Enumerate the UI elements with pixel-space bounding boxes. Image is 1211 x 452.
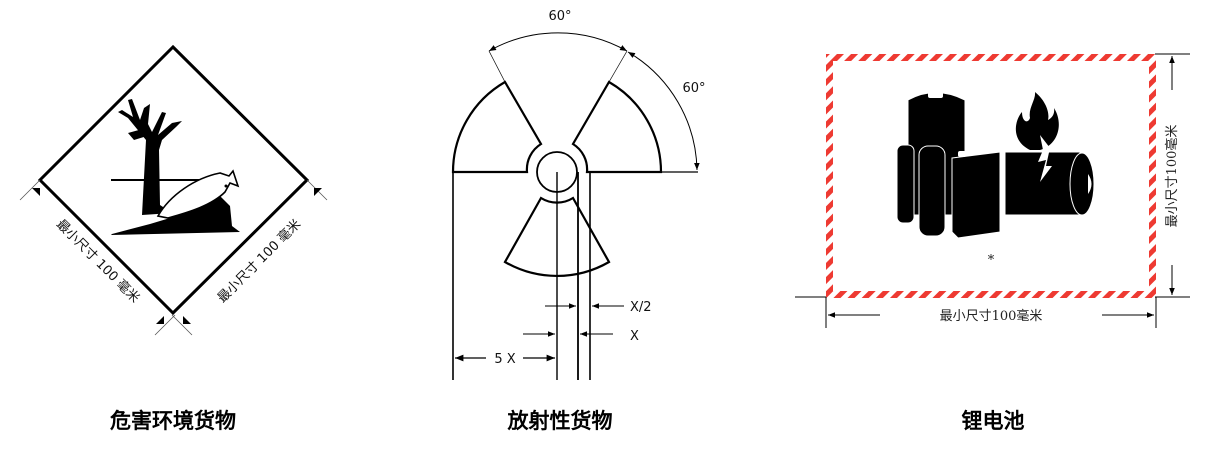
dead-tree-icon — [118, 99, 182, 215]
crack-icon — [1038, 135, 1052, 182]
dimension-5x: 5 X — [494, 352, 515, 367]
dimension-arrows — [19, 179, 328, 336]
dimension-label-vertical: 最小尺寸100毫米 — [1164, 125, 1180, 228]
angle-arc-top — [488, 32, 628, 52]
dimension-lines — [795, 53, 1190, 328]
batteries-icon — [896, 89, 1095, 239]
angle-label-top: 60° — [548, 9, 571, 24]
environment-hazard-label: 最小尺寸 100 毫米 最小尺寸 100 毫米 — [19, 44, 328, 336]
dimension-label-horizontal: 最小尺寸100毫米 — [940, 308, 1043, 324]
radioactive-spec-diagram — [451, 32, 700, 380]
dimension-half-x: X/2 — [630, 300, 652, 315]
trefoil-left-blade — [451, 80, 543, 174]
angle-label-right: 60° — [682, 81, 705, 96]
title-environment-hazard: 危害环境货物 — [110, 409, 236, 433]
title-radioactive: 放射性货物 — [507, 409, 613, 433]
flame-icon — [1015, 92, 1059, 150]
note-mark: * — [988, 253, 995, 268]
trefoil-bottom-blade — [503, 196, 611, 277]
title-lithium-battery: 锂电池 — [961, 409, 1025, 433]
dimension-x: X — [630, 329, 639, 344]
lithium-battery-label: * 最小尺寸100毫米 最小尺寸100毫米 — [795, 53, 1190, 328]
diamond-border — [37, 44, 310, 316]
angle-arc-right — [627, 51, 700, 171]
dead-fish-icon — [111, 169, 240, 235]
trefoil-right-blade — [571, 80, 663, 174]
